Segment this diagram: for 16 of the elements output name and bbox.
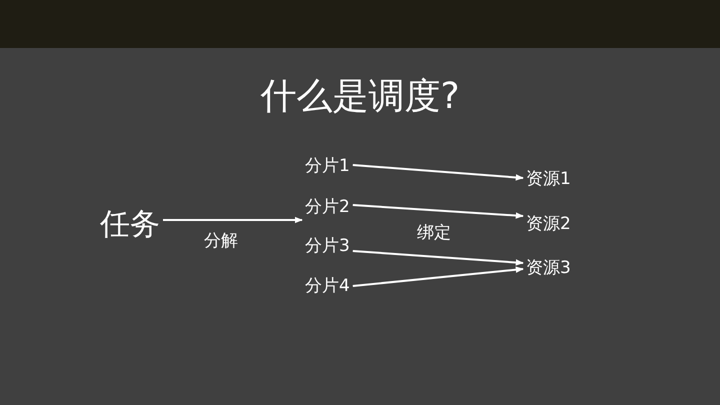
edge-label: 分解 xyxy=(204,230,238,252)
shard-label: 分片3 xyxy=(302,236,353,256)
resource-label: 资源2 xyxy=(523,214,574,234)
arrow xyxy=(352,266,524,287)
annotation-text: 绑定 xyxy=(417,222,451,244)
resource-label: 资源1 xyxy=(523,168,574,190)
title: 什么是调度? xyxy=(259,75,461,118)
arrow xyxy=(163,216,303,224)
shard-label: 分片1 xyxy=(302,156,353,176)
arrow xyxy=(352,164,524,181)
shard-label: 分片2 xyxy=(302,196,353,218)
resource-label: 资源3 xyxy=(523,258,574,278)
arrow xyxy=(352,250,524,266)
arrow xyxy=(352,204,524,219)
shard-label: 分片4 xyxy=(302,276,353,296)
task-label: 任务 xyxy=(97,207,163,243)
